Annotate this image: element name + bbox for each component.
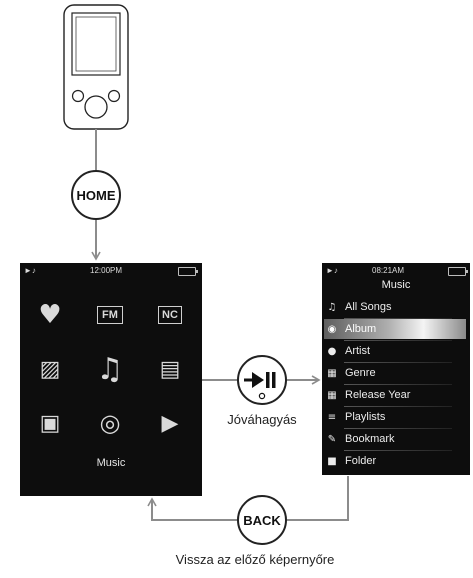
film-icon[interactable]: ▤ (159, 356, 181, 382)
menu-item-artist[interactable]: ● Artist (324, 341, 466, 361)
battery-icon (178, 267, 198, 276)
disc-icon: ◉ (327, 323, 337, 335)
battery-icon (448, 267, 468, 276)
status-bar: ►♪ 08:21AM (322, 265, 470, 279)
menu-item-genre[interactable]: ▦ Genre (324, 363, 466, 383)
player-device (63, 4, 129, 130)
home-button-label: HOME (77, 188, 116, 203)
center-button (84, 95, 108, 119)
playlist-icon: ≡ (327, 411, 337, 423)
status-time: 08:21AM (372, 266, 405, 275)
podcast-icon[interactable]: ◎ (99, 409, 121, 437)
pause-icon (266, 372, 270, 388)
folder-icon: ■ (327, 455, 337, 467)
play-status-icon: ►♪ (326, 266, 338, 275)
back-button[interactable]: BACK (237, 495, 287, 545)
note-icon: ♫ (327, 301, 337, 313)
menu-item-all-songs[interactable]: ♫ All Songs (324, 297, 466, 317)
calendar-icon: ▦ (327, 389, 337, 401)
settings-toolbox-icon[interactable]: ▣ (39, 410, 61, 436)
status-bar: ►♪ 12:00PM (20, 265, 202, 279)
status-time: 12:00PM (90, 266, 123, 275)
play-status-icon: ►♪ (24, 266, 36, 275)
back-home-key (71, 89, 85, 103)
photo-icon[interactable]: ▨ (39, 356, 61, 382)
menu-item-bookmark[interactable]: ✎ Bookmark (324, 429, 466, 449)
play-pause-button[interactable] (237, 355, 287, 405)
back-button-label: BACK (243, 513, 281, 528)
genre-icon: ▦ (327, 367, 337, 379)
option-key (107, 89, 121, 103)
menu-item-playlists[interactable]: ≡ Playlists (324, 407, 466, 427)
heart-note-icon[interactable]: ♥ (38, 300, 62, 330)
now-playing-icon[interactable]: ▶ (161, 410, 179, 436)
menu-item-album[interactable]: ◉ Album (324, 319, 466, 339)
noise-cancel-icon[interactable]: NC (150, 297, 190, 333)
confirm-caption: Jóváhagyás (227, 412, 297, 427)
bookmark-icon: ✎ (327, 433, 337, 445)
music-note-icon[interactable]: ♫ (96, 351, 124, 387)
fm-radio-icon[interactable]: FM (90, 297, 130, 333)
screen-title: Music (381, 279, 411, 291)
home-button[interactable]: HOME (71, 170, 121, 220)
play-icon (252, 372, 264, 388)
menu-item-release-year[interactable]: ▦ Release Year (324, 385, 466, 405)
menu-item-folder[interactable]: ■ Folder (324, 451, 466, 471)
back-caption: Vissza az előző képernyőre (175, 552, 335, 567)
selected-item-label: Music (96, 457, 126, 469)
music-menu-screen: ►♪ 08:21AM Music ♫ All Songs ◉ Album ● A… (322, 263, 470, 475)
home-menu-screen: ►♪ 12:00PM ♥ FM NC ▨ ♫ ▤ ▣ ◎ ▶ Music (20, 263, 202, 496)
person-icon: ● (327, 345, 337, 357)
